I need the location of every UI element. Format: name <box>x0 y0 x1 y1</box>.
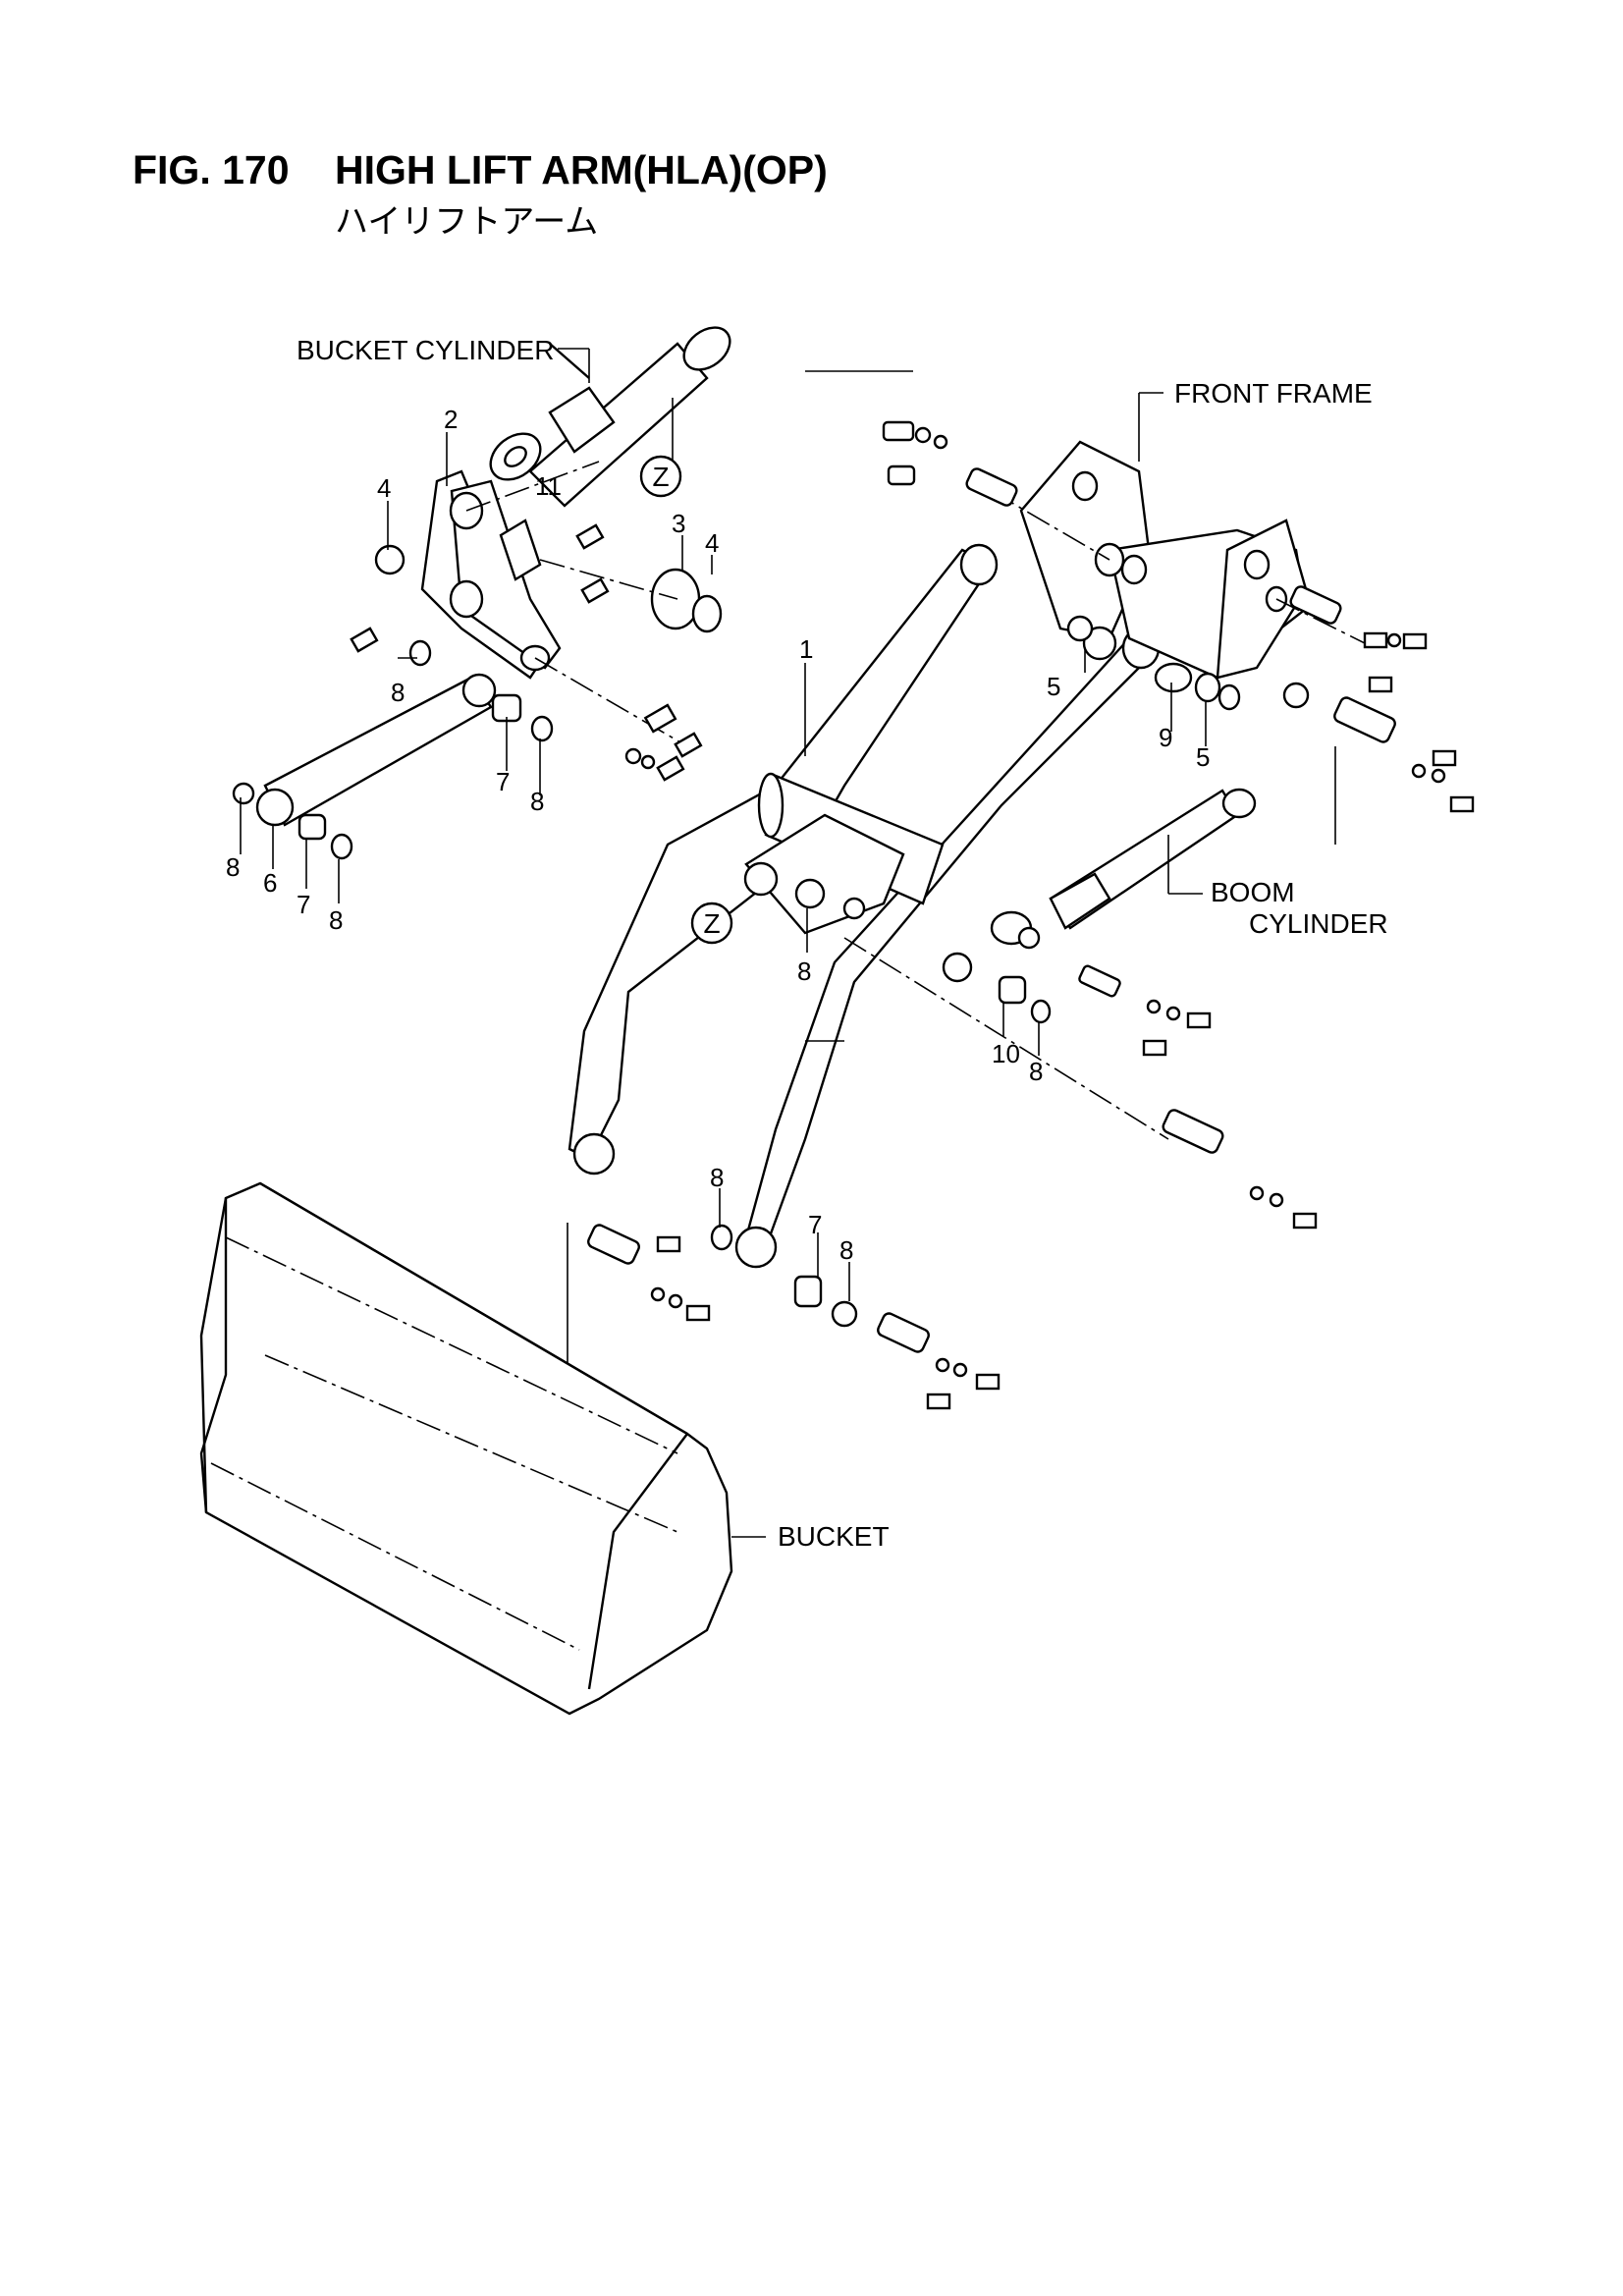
label-boom: BOOM <box>1211 877 1295 907</box>
callout-7-left: 7 <box>297 890 310 919</box>
high-lift-arm-drawing <box>568 543 1161 1269</box>
detail-z-label-mid: Z <box>703 908 720 939</box>
label-bucket-cylinder: BUCKET CYLINDER <box>297 335 554 365</box>
callout-4-left: 4 <box>377 473 391 503</box>
callout-9: 9 <box>1159 723 1172 752</box>
callout-8-left: 8 <box>226 852 240 882</box>
callout-8-bucket: 8 <box>710 1163 724 1192</box>
figure-title: HIGH LIFT ARM(HLA)(OP) <box>335 147 828 192</box>
bucket-drawing <box>199 1181 766 1716</box>
label-bucket: BUCKET <box>778 1521 890 1552</box>
callout-4-right: 4 <box>705 528 719 558</box>
callout-7-bucket: 7 <box>808 1210 822 1239</box>
detail-z-label-top: Z <box>652 462 669 492</box>
callout-8-link: 8 <box>391 678 405 707</box>
callout-8-bucket2: 8 <box>839 1235 853 1265</box>
hardware-lower-right <box>843 937 1318 1230</box>
callout-10: 10 <box>992 1039 1020 1068</box>
figure-subtitle: ハイリフトアーム <box>335 203 599 241</box>
callout-2: 2 <box>444 405 458 434</box>
callout-3: 3 <box>672 509 685 538</box>
figure-number: FIG. 170 <box>133 147 290 192</box>
callout-5-left: 5 <box>1047 672 1060 701</box>
hardware-bellcrank <box>350 523 703 782</box>
detail-z-mid: Z <box>690 902 733 945</box>
leader-lines <box>240 348 1207 1301</box>
callout-6: 6 <box>263 868 277 898</box>
callout-5-right: 5 <box>1196 742 1210 772</box>
link-rod-drawing <box>232 639 554 860</box>
label-front-frame: FRONT FRAME <box>1174 378 1373 409</box>
bucket-cylinder-drawing <box>489 326 731 508</box>
callout-11: 11 <box>535 471 562 501</box>
figure-header: FIG. 170 HIGH LIFT ARM(HLA)(OP) ハイリフトアーム <box>133 147 828 241</box>
label-cylinder: CYLINDER <box>1249 908 1388 939</box>
callout-8-arm: 8 <box>797 957 811 986</box>
callout-8-boom: 8 <box>1029 1057 1043 1086</box>
callout-1: 1 <box>799 634 813 664</box>
bellcrank-drawing <box>374 461 723 747</box>
detail-z-top: Z <box>639 455 682 498</box>
front-frame-drawing <box>991 440 1376 680</box>
boom-cylinder-drawing <box>942 788 1257 1057</box>
hardware-bucket-pins <box>567 1223 1001 1410</box>
callout-8-left2: 8 <box>329 905 343 935</box>
hardware-front-frame <box>882 392 1475 845</box>
callout-8-link2: 8 <box>530 787 544 816</box>
callout-7-link: 7 <box>496 767 510 796</box>
